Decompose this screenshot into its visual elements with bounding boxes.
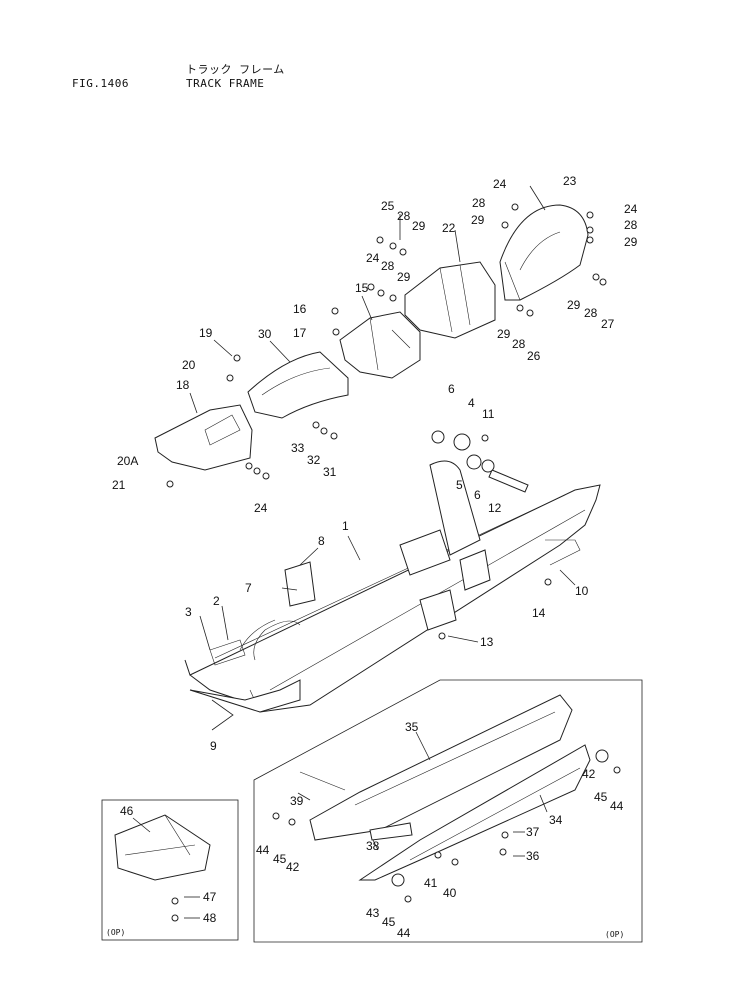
callout-34: 34	[549, 813, 563, 827]
callout-17: 17	[293, 326, 307, 340]
op-box-right	[253, 679, 643, 943]
callout-20: 20	[182, 358, 196, 372]
callout-28d: 28	[381, 259, 395, 273]
callout-44b: 44	[256, 843, 270, 857]
callout-13: 13	[480, 635, 494, 649]
callout-44c: 44	[397, 926, 411, 940]
callout-43: 43	[366, 906, 380, 920]
cover-22	[404, 261, 496, 339]
callout-14: 14	[532, 606, 546, 620]
op-box-left	[101, 799, 239, 941]
callout-35: 35	[405, 720, 419, 734]
callout-28c: 28	[397, 209, 411, 223]
callout-44a: 44	[610, 799, 624, 813]
callout-45c: 45	[382, 915, 396, 929]
callout-48: 48	[203, 911, 217, 925]
callout-15: 15	[355, 281, 369, 295]
callout-24c: 24	[366, 251, 380, 265]
callout-12: 12	[488, 501, 502, 515]
callout-29c: 29	[412, 219, 426, 233]
callout-40: 40	[443, 886, 457, 900]
callout-33: 33	[291, 441, 305, 455]
callout-28b: 28	[624, 218, 638, 232]
callout-27: 27	[601, 317, 615, 331]
callout-24a: 24	[493, 177, 507, 191]
callout-47: 47	[203, 890, 217, 904]
figure-title: TRACK FRAME	[186, 77, 265, 90]
callout-2: 2	[213, 594, 220, 608]
roller-guard-10	[545, 539, 581, 566]
callout-23: 23	[563, 174, 577, 188]
bracket-15	[339, 311, 421, 379]
callout-18: 18	[176, 378, 190, 392]
guard-9	[189, 679, 301, 713]
callout-37: 37	[526, 825, 540, 839]
callout-6b: 6	[474, 488, 481, 502]
callout-29d: 29	[397, 270, 411, 284]
callout-29b: 29	[624, 235, 638, 249]
callout-labels: 1 2 3 4 5 6 6 7 8 9 10 11 12 13 14 15 16…	[112, 174, 638, 940]
callout-20a: 20A	[117, 454, 138, 468]
callout-36: 36	[526, 849, 540, 863]
track-frame-1	[184, 460, 601, 713]
leader-lines	[132, 185, 576, 919]
callout-31: 31	[323, 465, 337, 479]
callout-38: 38	[366, 839, 380, 853]
callout-21: 21	[112, 478, 126, 492]
callout-22: 22	[442, 221, 456, 235]
callout-7: 7	[245, 581, 252, 595]
callout-5: 5	[456, 478, 463, 492]
callout-39: 39	[290, 794, 304, 808]
callout-28f: 28	[512, 337, 526, 351]
bushing-4-5-6	[431, 430, 495, 473]
cover-18	[154, 404, 253, 471]
callout-46: 46	[120, 804, 134, 818]
op-tag-left: (OP)	[106, 928, 125, 937]
callout-19: 19	[199, 326, 213, 340]
callout-29a: 29	[471, 213, 485, 227]
callout-1: 1	[342, 519, 349, 533]
callout-41: 41	[424, 876, 438, 890]
callout-9: 9	[210, 739, 217, 753]
callout-29f: 29	[497, 327, 511, 341]
callout-28e: 28	[584, 306, 598, 320]
hardware-upper	[166, 203, 607, 640]
figure-number: FIG.1406	[72, 77, 129, 90]
callout-29e: 29	[567, 298, 581, 312]
callout-32: 32	[307, 453, 321, 467]
callout-16: 16	[293, 302, 307, 316]
callout-30: 30	[258, 327, 272, 341]
title-japanese: トラック フレーム	[186, 63, 285, 76]
callout-6a: 6	[448, 382, 455, 396]
callout-3: 3	[185, 605, 192, 619]
callout-4: 4	[468, 396, 475, 410]
callout-24d: 24	[254, 501, 268, 515]
callout-45b: 45	[273, 852, 287, 866]
callout-11: 11	[482, 407, 495, 421]
callout-42a: 42	[582, 767, 596, 781]
callout-10: 10	[575, 584, 589, 598]
callout-28a: 28	[472, 196, 486, 210]
cover-23	[499, 204, 589, 301]
pin-12	[488, 469, 529, 493]
callout-8: 8	[318, 534, 325, 548]
callout-24b: 24	[624, 202, 638, 216]
callout-25: 25	[381, 199, 395, 213]
callout-45a: 45	[594, 790, 608, 804]
callout-26: 26	[527, 349, 541, 363]
op-tag-right: (OP)	[605, 930, 624, 939]
cover-30	[247, 351, 349, 419]
callout-42b: 42	[286, 860, 300, 874]
